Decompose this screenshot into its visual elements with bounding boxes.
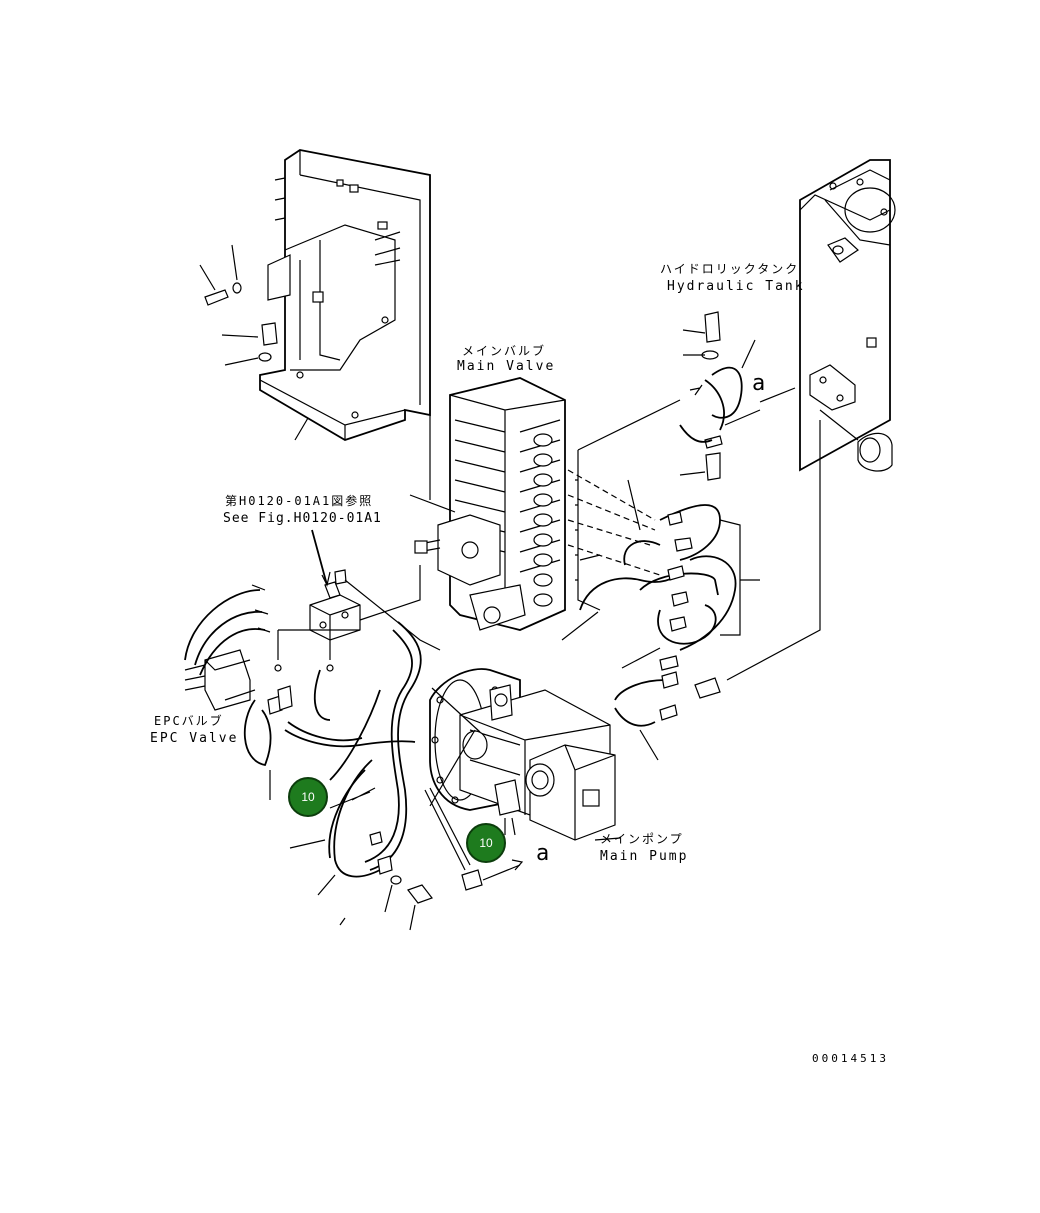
epc-valve: [184, 584, 416, 800]
epc-valve-label-en: EPC Valve: [150, 731, 239, 746]
epc-block: [274, 529, 441, 672]
hydraulic-tank: [726, 159, 896, 681]
tank-hoses: [679, 311, 796, 481]
main-pump-label-jp: メインポンプ: [600, 832, 684, 846]
right-hose-group: [561, 479, 760, 671]
bracket-frame: [199, 149, 456, 513]
lower-hoses: [289, 621, 524, 931]
document-number: 00014513: [812, 1052, 889, 1065]
hydraulic-tank-label-jp: ハイドロリックタンク: [660, 262, 800, 276]
valve-spools: [533, 433, 553, 607]
main-valve-label-jp: メインバルブ: [462, 344, 547, 358]
main-valve-label-en: Main Valve: [457, 359, 556, 374]
see-fig-label-jp: 第H0120-01A1図参照: [225, 494, 374, 508]
main-valve: [414, 377, 681, 631]
view-marker-a-upper: a: [752, 371, 766, 396]
view-marker-a-lower: a: [536, 841, 550, 866]
pump-return-hose: [614, 671, 721, 761]
main-pump: [429, 668, 621, 841]
see-fig-label-en: See Fig.H0120-01A1: [223, 511, 382, 526]
callout-10-left[interactable]: 10: [288, 777, 328, 817]
hydraulic-tank-label-en: Hydraulic Tank: [667, 279, 805, 294]
callout-10-right[interactable]: 10: [466, 823, 506, 863]
main-pump-label-en: Main Pump: [600, 849, 689, 864]
epc-valve-label-jp: EPCバルブ: [154, 714, 224, 728]
